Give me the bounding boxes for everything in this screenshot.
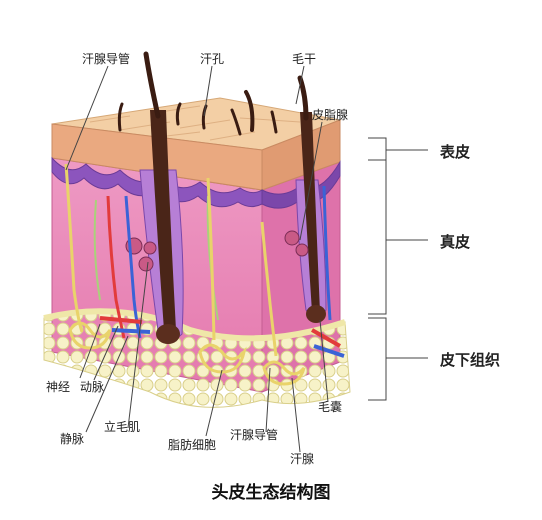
layer-epidermis: 表皮	[440, 143, 471, 161]
vessels	[93, 185, 345, 358]
follicle-right	[295, 112, 327, 323]
label-follicle: 毛囊	[318, 400, 343, 414]
layer-subcutaneous: 皮下组织	[440, 351, 501, 369]
leader-lines	[65, 65, 428, 453]
sweat-glands	[64, 163, 306, 386]
follicle-left	[139, 110, 184, 344]
label-sweat-duct-top: 汗腺导管	[82, 52, 131, 66]
diagram-caption: 头皮生态结构图	[211, 483, 331, 503]
label-sweat-duct-bottom: 汗腺导管	[230, 428, 279, 442]
label-nerve: 神经	[46, 380, 71, 394]
label-arrector-pili: 立毛肌	[104, 420, 141, 434]
layer-dermis: 真皮	[440, 233, 471, 251]
label-vein: 静脉	[60, 432, 85, 446]
label-sweat-gland: 汗腺	[290, 452, 315, 466]
label-hair-shaft: 毛干	[292, 52, 317, 66]
label-sebaceous-gland: 皮脂腺	[312, 108, 349, 122]
label-artery: 动脉	[80, 380, 105, 394]
label-pore: 汗孔	[200, 52, 225, 66]
label-fat-cell: 脂肪细胞	[168, 438, 217, 452]
